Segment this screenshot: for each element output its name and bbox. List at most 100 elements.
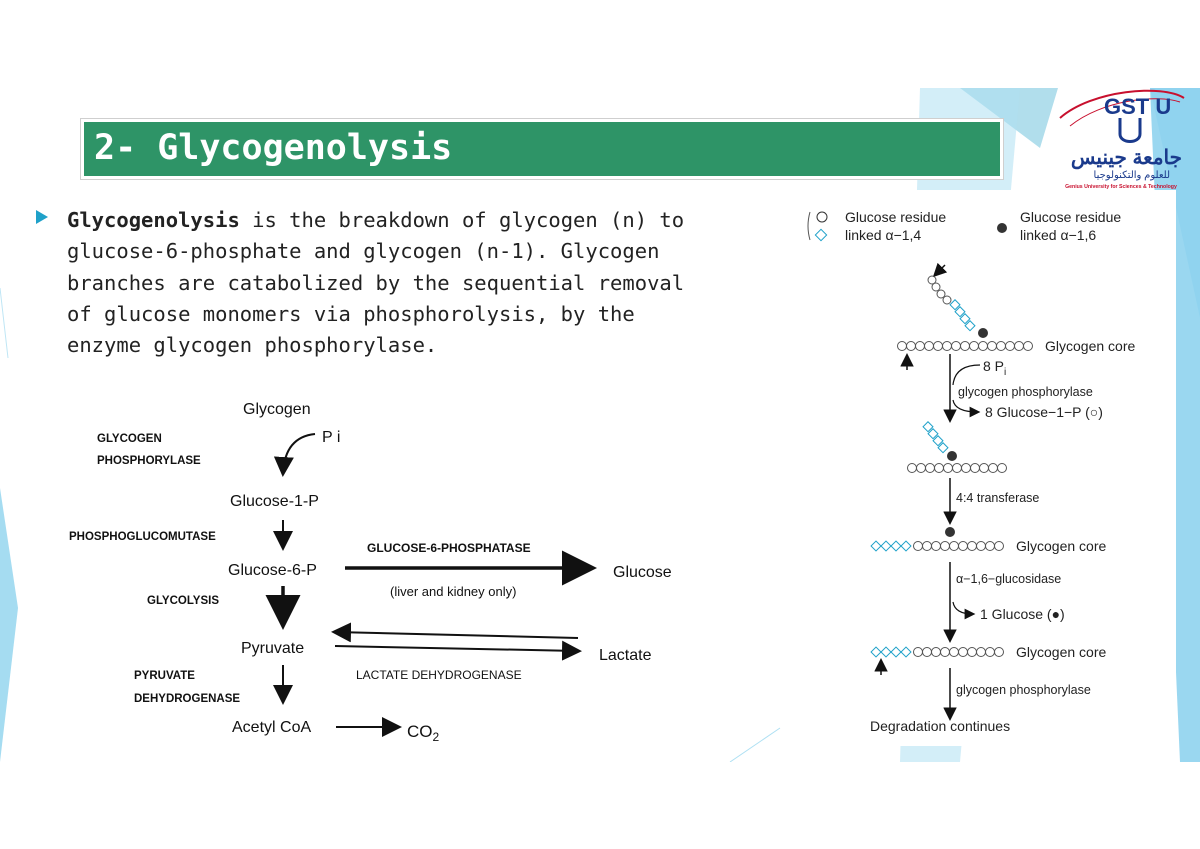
- label-glycogen-core-2: Glycogen core: [1016, 538, 1106, 554]
- glucose-residue: [1014, 341, 1024, 351]
- enzyme-phosphorylase-line2: PHOSPHORYLASE: [97, 455, 201, 467]
- arrow-glycogen-to-g1p: [273, 433, 316, 477]
- glucose-residue: [994, 541, 1004, 551]
- glucose-residue: [922, 647, 932, 657]
- glucose-residue: [967, 647, 977, 657]
- label-glycogen-phosphorylase-1: glycogen phosphorylase: [958, 385, 1093, 399]
- glucose-residue: [967, 541, 977, 551]
- glucose-residue: [996, 341, 1006, 351]
- glucose-residue: [961, 463, 971, 473]
- intro-term: Glycogenolysis: [67, 208, 240, 232]
- label-glycogen-core-3: Glycogen core: [1016, 644, 1106, 660]
- glucose-residue: [994, 647, 1004, 657]
- page-title: 2- Glycogenolysis: [94, 128, 453, 168]
- figure-panel: [790, 190, 1176, 746]
- node-pi: P i: [322, 429, 340, 446]
- glucose-residue: [1023, 341, 1033, 351]
- metabolic-pathway-diagram: Glycogen P i GLYCOGEN PHOSPHORYLASE Gluc…: [60, 385, 700, 749]
- glucose-residue: [931, 647, 941, 657]
- node-glucose: Glucose: [613, 564, 672, 581]
- glucose-residue: [931, 541, 941, 551]
- glucose-residue: [969, 341, 979, 351]
- node-lactate: Lactate: [599, 647, 652, 664]
- glucose-residue: [958, 647, 968, 657]
- glucose-residue: [933, 341, 943, 351]
- legend-dot-icon: [997, 223, 1007, 233]
- glycogen-core-residues-2: [907, 463, 1007, 473]
- glucose-residue: [987, 341, 997, 351]
- glucose-residue: [970, 463, 980, 473]
- glucose-residue: [1005, 341, 1015, 351]
- outer-branch-residues: [927, 275, 952, 305]
- bullet-arrow-icon: [36, 210, 48, 224]
- label-8-glucose-1-p: 8 Glucose−1−P (○): [985, 404, 1103, 420]
- glucose-residue-a16: [870, 540, 882, 552]
- glucose-residue: [988, 463, 998, 473]
- glucose-residue: [958, 541, 968, 551]
- glucose-residue: [960, 341, 970, 351]
- glucose-residue: [951, 341, 961, 351]
- glucose-residue: [897, 341, 907, 351]
- glucose-residue: [916, 463, 926, 473]
- glucose-residue: [913, 541, 923, 551]
- glucose-residue-a16: [880, 540, 892, 552]
- legend-a16-line2: linked α−1,6: [1020, 227, 1096, 243]
- enzyme-pdh-line1: PYRUVATE: [134, 670, 195, 682]
- glucose-residue-a16: [890, 540, 902, 552]
- legend-a14-line1: Glucose residue: [845, 209, 946, 225]
- legend-circle-icon: [816, 211, 828, 223]
- legend-diamond-icon: [814, 228, 828, 242]
- enzyme-lactate-dehydrogenase: LACTATE DEHYDROGENASE: [356, 668, 522, 682]
- glucose-residue: [997, 463, 1007, 473]
- process-glycolysis: GLYCOLYSIS: [147, 595, 219, 607]
- pathway-arrows: [265, 433, 597, 737]
- phosphatase-note: (liver and kidney only): [390, 584, 516, 599]
- logo-arabic-name: جامعة جينيس: [1071, 147, 1182, 170]
- glucose-residue: [952, 463, 962, 473]
- label-glycogen-core-1: Glycogen core: [1045, 338, 1135, 354]
- glucose-residue: [915, 341, 925, 351]
- glycogen-core-residues-4: [870, 646, 1004, 658]
- legend-a14-line2: linked α−1,4: [845, 227, 921, 243]
- glycogen-core-residues-3: [870, 540, 1004, 552]
- logo-arabic-sub: للعلوم والتكنولوجيا: [1094, 170, 1170, 181]
- label-glycogen-phosphorylase-2: glycogen phosphorylase: [956, 683, 1091, 697]
- node-glycogen: Glycogen: [243, 401, 311, 418]
- glucose-residue: [985, 541, 995, 551]
- glucose-residue: [913, 647, 923, 657]
- glucose-residue: [922, 541, 932, 551]
- legend-a16-line1: Glucose residue: [1020, 209, 1121, 225]
- enzyme-phosphoglucomutase: PHOSPHOGLUCOMUTASE: [69, 531, 216, 543]
- intro-text: is the breakdown of glycogen (n) to gluc…: [67, 208, 685, 358]
- intro-paragraph: Glycogenolysis is the breakdown of glyco…: [67, 205, 707, 361]
- glucose-residue: [978, 341, 988, 351]
- enzyme-glucose-6-phosphatase: GLUCOSE-6-PHOSPHATASE: [367, 541, 531, 555]
- glycogen-core-residues-1: [897, 341, 1033, 351]
- glycogen-degradation-diagram: Glucose residue linked α−1,4 Glucose res…: [790, 190, 1170, 750]
- glucose-residue: [934, 463, 944, 473]
- glucose-residue: [940, 647, 950, 657]
- node-glucose-1-p: Glucose-1-P: [230, 493, 319, 510]
- glucose-residue: [942, 341, 952, 351]
- glucose-residue-a16: [880, 646, 892, 658]
- node-pyruvate: Pyruvate: [241, 640, 304, 657]
- glucose-residue: [925, 463, 935, 473]
- glucose-residue: [943, 463, 953, 473]
- glucose-residue-a16: [900, 540, 912, 552]
- glucose-residue: [985, 647, 995, 657]
- glucose-residue: [949, 541, 959, 551]
- node-glucose-6-p: Glucose-6-P: [228, 562, 317, 579]
- enzyme-pdh-line2: DEHYDROGENASE: [134, 693, 240, 705]
- glucose-residue: [907, 463, 917, 473]
- node-acetyl-coa: Acetyl CoA: [232, 719, 311, 736]
- title-bar: 2- Glycogenolysis: [80, 118, 1004, 180]
- glucose-residue: [949, 647, 959, 657]
- glucose-residue: [976, 541, 986, 551]
- label-degradation-continues: Degradation continues: [870, 718, 1010, 734]
- enzyme-phosphorylase-line1: GLYCOGEN: [97, 433, 162, 445]
- glucose-residue: [924, 341, 934, 351]
- glucose-residue: [906, 341, 916, 351]
- glucose-residue-a16: [870, 646, 882, 658]
- glucose-residue: [976, 647, 986, 657]
- label-4-4-transferase: 4:4 transferase: [956, 491, 1039, 505]
